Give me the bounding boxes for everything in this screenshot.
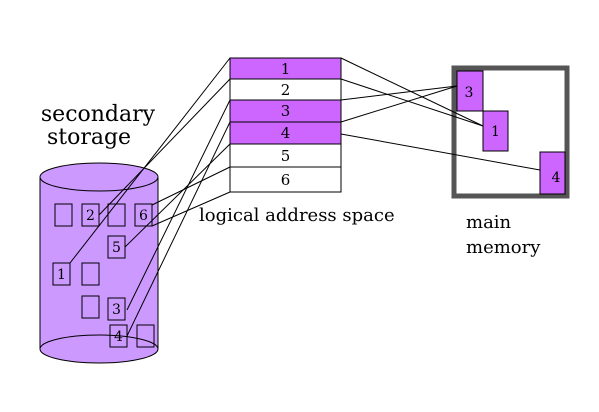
logical-page-label: 1 xyxy=(281,60,291,78)
logical-page-label: 4 xyxy=(281,124,291,142)
secondary-block-label: 1 xyxy=(57,267,66,283)
secondary-block: 1 xyxy=(52,262,71,286)
secondary-block-label: 6 xyxy=(139,208,148,224)
mapping-line xyxy=(124,143,231,248)
logical-address-space: 1 2 3 4 5 6 xyxy=(229,57,342,193)
logical-page: 6 xyxy=(229,166,342,193)
secondary-block xyxy=(81,295,100,319)
secondary-block xyxy=(136,324,155,348)
secondary-block-label: 2 xyxy=(86,208,95,224)
logical-page-label: 3 xyxy=(281,102,291,120)
main-memory-title-line2: memory xyxy=(466,237,541,258)
mapping-line xyxy=(126,99,231,311)
logical-page: 4 xyxy=(229,121,342,145)
main-memory: 3 1 4 xyxy=(451,65,570,199)
mapping-line xyxy=(69,57,231,264)
mapping-line xyxy=(340,57,484,127)
mapping-line xyxy=(98,78,231,216)
secondary-block-label: 3 xyxy=(112,302,121,318)
mapping-line xyxy=(340,85,458,101)
secondary-storage-title-line2: storage xyxy=(47,125,131,150)
storage-mapping-lines xyxy=(69,57,231,337)
logical-page: 1 xyxy=(229,57,342,80)
logical-page: 2 xyxy=(229,78,342,101)
memory-frame: 3 xyxy=(456,70,484,112)
secondary-block xyxy=(81,262,100,286)
mapping-line xyxy=(126,121,231,337)
memory-mapping-lines xyxy=(340,57,541,171)
secondary-block-label: 4 xyxy=(114,329,123,345)
mapping-line xyxy=(340,133,541,171)
logical-page-label: 5 xyxy=(281,147,291,165)
cylinder-top xyxy=(39,162,159,192)
mapping-line xyxy=(340,85,458,123)
memory-frame-label: 4 xyxy=(552,170,561,186)
main-memory-title-line1: main xyxy=(466,212,512,233)
mapping-line xyxy=(151,191,231,227)
logical-page: 5 xyxy=(229,143,342,168)
secondary-block: 6 xyxy=(134,203,153,227)
secondary-block-label: 5 xyxy=(112,240,121,256)
secondary-storage-title-line1: secondary xyxy=(41,102,156,127)
memory-frame: 4 xyxy=(539,151,566,195)
memory-frame-label: 3 xyxy=(465,85,474,101)
logical-page-label: 6 xyxy=(281,171,291,189)
memory-frame-label: 1 xyxy=(491,124,500,140)
cylinder-bottom xyxy=(39,334,159,364)
logical-page: 3 xyxy=(229,99,342,123)
logical-page-label: 2 xyxy=(281,81,291,99)
memory-frame: 1 xyxy=(482,110,509,152)
secondary-block: 3 xyxy=(107,297,126,321)
mapping-line xyxy=(151,166,231,206)
mapping-line xyxy=(340,78,484,127)
secondary-block xyxy=(54,203,73,227)
logical-address-space-label: logical address space xyxy=(199,205,395,226)
